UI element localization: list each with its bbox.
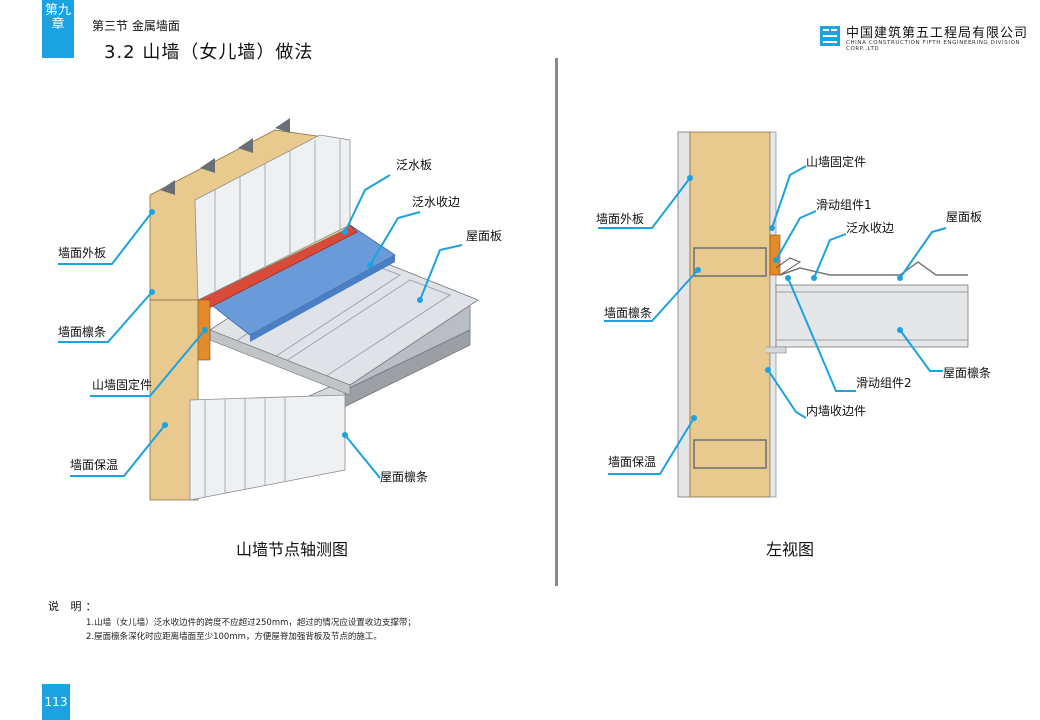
label-roof-panel: 屋面板 [466,229,503,243]
label-right-wall-outer-panel: 墙面外板 [596,212,645,226]
right-figure-caption: 左视图 [766,540,815,559]
vertical-divider [555,58,558,586]
gable-side-view-diagram [598,131,969,498]
company-name-cn: 中国建筑第五工程局有限公司 [846,26,1029,41]
label-flashing-edge: 泛水收边 [412,195,461,209]
company-name-en: CHINA CONSTRUCTION FIFTH ENGINEERING DIV… [846,40,1021,52]
left-figure-caption: 山墙节点轴测图 [236,540,349,559]
left-leader-lines [58,174,463,479]
note-item-2: 2.屋面檩条深化时应距离墙面至少100mm，方便屋脊加强背板及节点的施工。 [86,632,382,642]
label-flashing-board: 泛水板 [396,158,433,172]
label-roof-purlin: 屋面檩条 [380,470,429,484]
section-title: 3.2 山墙（女儿墙）做法 [104,42,314,63]
gable-axonometric-diagram [58,118,479,501]
label-right-roof-panel: 屋面板 [946,210,983,224]
wall-insulation-lower [149,299,199,501]
label-wall-purlin: 墙面檩条 [58,325,107,339]
page-number: 113 [42,684,70,720]
wall-outer-panel-upper [194,134,351,301]
notes-title: 说 明： [48,600,101,613]
label-wall-outer-panel: 墙面外板 [58,246,107,260]
wall-purlin-lower [693,439,767,469]
label-right-wall-insulation: 墙面保温 [608,455,657,469]
label-right-roof-purlin: 屋面檩条 [943,366,992,380]
wall-insulation-column [689,131,771,498]
label-wall-insulation: 墙面保温 [70,458,119,472]
label-right-flashing-edge: 泛水收边 [846,221,895,235]
top-caps [160,118,290,195]
section-label: 第三节 金属墙面 [92,19,180,33]
inner-wall-edge-shape [766,346,787,354]
label-inner-wall-edge: 内墙收边件 [806,404,867,418]
company-logo-icon [820,26,840,46]
wall-outer-panel-lower [189,394,346,501]
right-leader-lines [598,165,947,475]
label-right-gable-fixing: 山墙固定件 [806,155,867,169]
label-sliding-assembly-1: 滑动组件1 [816,198,872,212]
wall-purlin-upper [693,247,767,277]
note-item-1: 1.山墙（女儿墙）泛水收边件的跨度不应超过250mm，超过的情况应设置收边支撑带… [86,618,416,628]
chapter-tab: 第九章 [42,0,74,58]
label-right-wall-purlin: 墙面檩条 [604,306,653,320]
label-gable-fixing: 山墙固定件 [92,378,153,392]
roof-purlin-side [775,284,969,348]
roof-panel-profile [779,261,968,276]
label-sliding-assembly-2: 滑动组件2 [856,376,912,390]
